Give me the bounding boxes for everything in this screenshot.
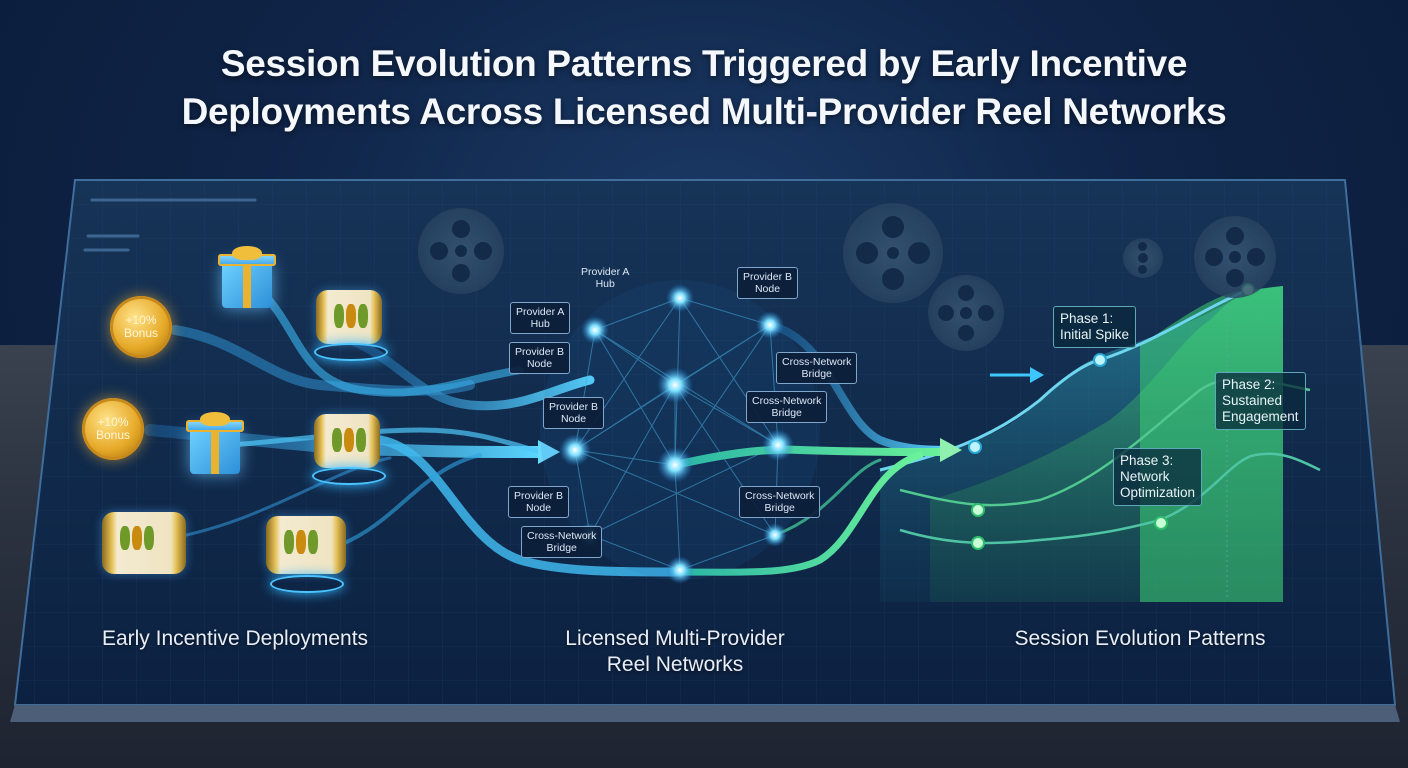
bonus-coin-icon: +10% Bonus xyxy=(82,398,144,460)
gift-box-icon xyxy=(186,420,244,474)
page-title: Session Evolution Patterns Triggered by … xyxy=(0,40,1408,136)
section-label-incentives: Early Incentive Deployments xyxy=(101,627,369,650)
title-line-2: Deployments Across Licensed Multi-Provid… xyxy=(181,91,1227,132)
section-label-networks: Licensed Multi-Provider Reel Networks xyxy=(500,626,850,678)
session-evolution-chart xyxy=(879,283,1321,602)
coin-percent: +10% xyxy=(125,313,157,327)
coin-label: Bonus xyxy=(95,428,131,442)
section-label-networks-line-1: Licensed Multi-Provider xyxy=(565,627,785,650)
coin-percent: +10% xyxy=(97,415,129,429)
film-reel-icon xyxy=(1194,216,1276,298)
film-reel-icon xyxy=(418,208,504,294)
network-output-flows xyxy=(671,321,954,576)
gift-box-icon xyxy=(218,254,276,308)
section-label-networks-line-2: Reel Networks xyxy=(606,653,744,676)
reel-glow-base xyxy=(312,467,386,485)
film-reel-icon xyxy=(928,275,1004,351)
gift-bow-icon xyxy=(232,246,262,260)
slot-reel-icon xyxy=(314,414,380,468)
film-reel-icon xyxy=(1123,238,1163,278)
panel-header-lines xyxy=(83,198,257,252)
gift-bow-icon xyxy=(200,412,230,426)
slot-reel-icon xyxy=(102,512,186,574)
slot-reel-icon xyxy=(266,516,346,574)
slot-reel-icon xyxy=(316,290,382,344)
phase-label: Phase 1:Initial Spike xyxy=(1053,306,1137,348)
section-label-patterns: Session Evolution Patterns xyxy=(1014,627,1266,650)
bonus-coin-icon: +10% Bonus xyxy=(110,296,172,358)
reel-glow-base xyxy=(270,575,344,593)
reel-glow-base xyxy=(314,343,388,361)
title-line-1: Session Evolution Patterns Triggered by … xyxy=(220,43,1188,84)
film-reel-icon xyxy=(843,203,943,303)
coin-label: Bonus xyxy=(123,326,159,340)
